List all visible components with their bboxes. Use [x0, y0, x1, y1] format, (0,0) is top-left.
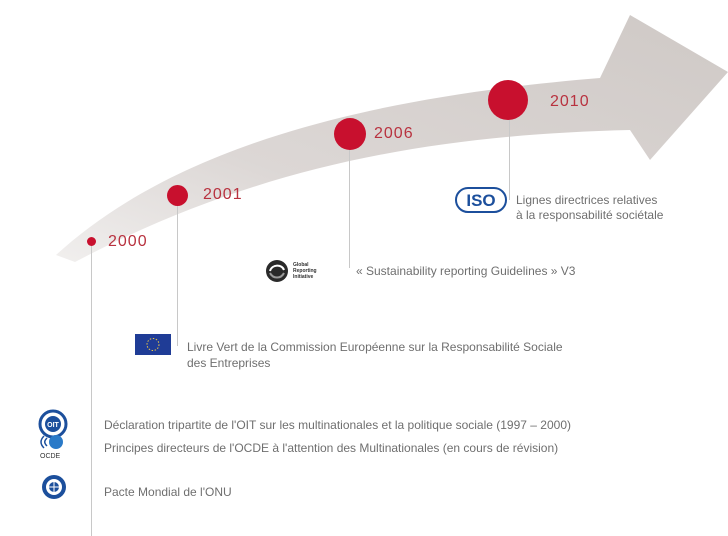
oit-logo-text: OIT [47, 422, 59, 429]
connector-2006 [349, 134, 350, 268]
eu-text-line1: Livre Vert de la Commission Européenne s… [187, 340, 563, 354]
iso-text-line1: Lignes directrices relatives [516, 193, 658, 207]
iso-text-line2: à la responsabilité sociétale [516, 208, 664, 222]
onu-text: Pacte Mondial de l'ONU [104, 485, 232, 499]
ocde-text: Principes directeurs de l'OCDE à l'atten… [104, 441, 559, 455]
eu-text-line2: des Entreprises [187, 356, 271, 370]
ocde-logo-text: OCDE [40, 453, 61, 460]
ocde-logo-icon [40, 435, 63, 449]
eu-flag-icon [135, 334, 171, 355]
year-label-2010: 2010 [550, 93, 590, 110]
gri-logo-text-2: Reporting [293, 268, 317, 274]
gri-globe-icon [266, 260, 288, 282]
milestone-dot-2010 [488, 80, 528, 120]
iso-logo-icon: ISO [455, 187, 507, 213]
un-globe-icon [42, 475, 66, 499]
connector-2001 [177, 196, 178, 346]
year-label-2000: 2000 [108, 233, 148, 250]
connector-2010 [509, 104, 510, 200]
year-label-2001: 2001 [203, 186, 243, 203]
milestone-dot-2001 [167, 185, 188, 206]
connector-2000 [91, 244, 92, 536]
gri-logo-text-1: Global [293, 262, 309, 268]
iso-logo-text: ISO [466, 191, 495, 210]
milestone-dot-2000 [87, 237, 96, 246]
oit-logo-icon: OIT [38, 409, 68, 439]
gri-logo-text-3: Initiative [293, 274, 314, 280]
milestone-dot-2006 [334, 118, 366, 150]
ocde-logo: OCDE [38, 432, 68, 464]
oit-text: Déclaration tripartite de l'OIT sur les … [104, 418, 571, 432]
gri-text: « Sustainability reporting Guidelines » … [356, 264, 576, 278]
gri-logo: Global Reporting Initiative [264, 257, 344, 285]
arrow-shape [56, 15, 728, 262]
year-label-2006: 2006 [374, 125, 414, 142]
